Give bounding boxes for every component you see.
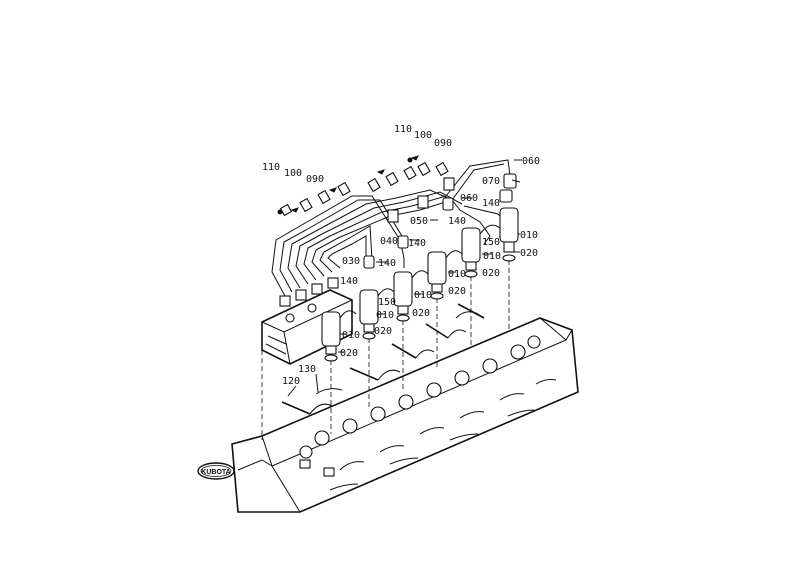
part-label-010: 010 — [483, 251, 501, 262]
part-label-110: 110 — [262, 162, 280, 173]
part-label-110: 110 — [394, 124, 412, 135]
assembly-guides — [261, 260, 510, 440]
part-label-010: 010 — [448, 269, 466, 280]
cylinder-head — [231, 317, 579, 513]
nozzle-holder-5 — [359, 289, 379, 340]
part-label-010: 010 — [376, 310, 394, 321]
part-label-020: 020 — [340, 348, 358, 359]
part-label-090: 090 — [434, 138, 452, 149]
part-label-010: 010 — [414, 290, 432, 301]
part-label-140: 140 — [378, 258, 396, 269]
part-label-060: 060 — [460, 193, 478, 204]
part-label-150: 150 — [378, 297, 396, 308]
part-label-090: 090 — [306, 174, 324, 185]
nozzle-holder-1 — [499, 207, 519, 262]
part-label-010: 010 — [520, 230, 538, 241]
part-label-120: 120 — [282, 376, 300, 387]
part-label-140: 140 — [482, 198, 500, 209]
leader-lines — [287, 159, 522, 397]
head-ports — [299, 335, 541, 459]
part-label-060: 060 — [522, 156, 540, 167]
part-label-020: 020 — [412, 308, 430, 319]
nozzle-holders — [321, 207, 519, 362]
fuel-pipes — [271, 159, 517, 297]
part-label-020: 020 — [374, 326, 392, 337]
nozzle-holder-2 — [461, 227, 481, 278]
part-label-150: 150 — [482, 237, 500, 248]
part-label-030: 030 — [342, 256, 360, 267]
kubota-logo: KUBOTA — [197, 462, 235, 480]
nozzle-holder-4 — [393, 271, 413, 322]
part-label-050: 050 — [410, 216, 428, 227]
part-label-130: 130 — [298, 364, 316, 375]
pipe-clamps — [277, 155, 455, 223]
nozzle-holder-6 — [321, 311, 341, 362]
part-label-140: 140 — [448, 216, 466, 227]
logo-text: KUBOTA — [201, 469, 230, 476]
part-label-100: 100 — [284, 168, 302, 179]
part-label-140: 140 — [408, 238, 426, 249]
part-label-100: 100 — [414, 130, 432, 141]
part-label-010: 010 — [342, 330, 360, 341]
nozzle-holder-3 — [427, 251, 447, 300]
part-label-020: 020 — [482, 268, 500, 279]
part-label-070: 070 — [482, 176, 500, 187]
part-label-020: 020 — [448, 286, 466, 297]
part-label-020: 020 — [520, 248, 538, 259]
part-label-040: 040 — [380, 236, 398, 247]
part-label-140: 140 — [340, 276, 358, 287]
part-labels: 110 100 090 110 100 090 060 070 060 050 … — [262, 124, 540, 387]
